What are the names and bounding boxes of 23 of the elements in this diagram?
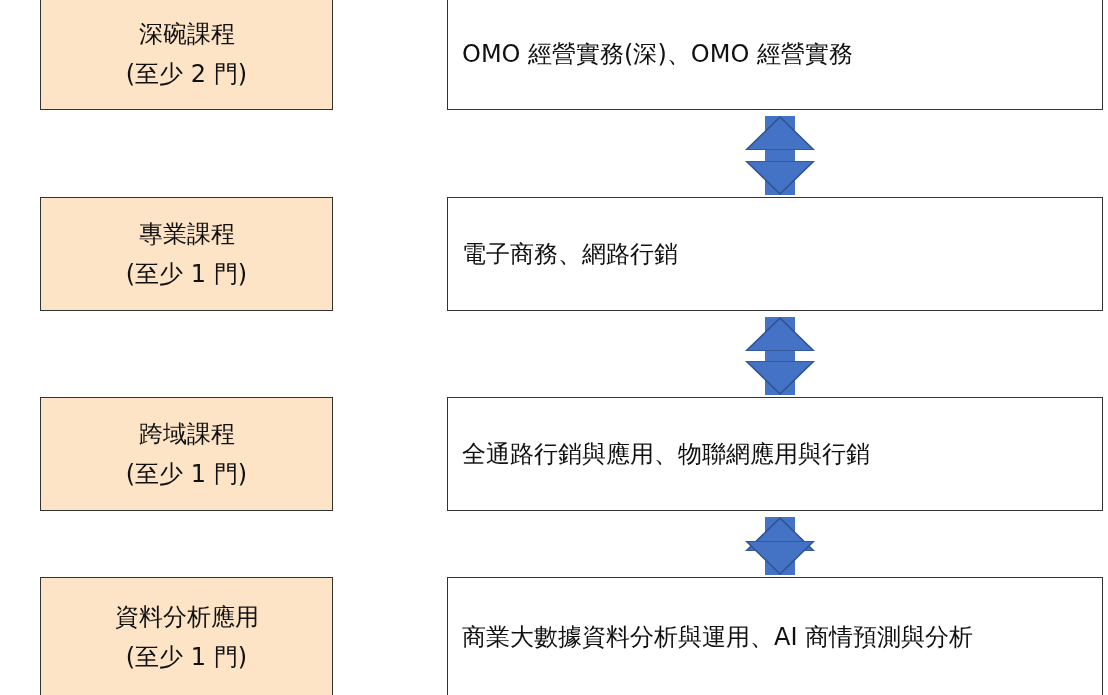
course-list: 電子商務、網路行銷 bbox=[462, 234, 678, 274]
course-box bbox=[447, 397, 1103, 511]
course-box bbox=[447, 197, 1103, 311]
double-arrow bbox=[745, 317, 815, 395]
category-note: (至少 1 門) bbox=[125, 459, 248, 490]
category-box bbox=[40, 197, 333, 311]
category-note: (至少 2 門) bbox=[125, 59, 248, 90]
category-box bbox=[40, 397, 333, 511]
category-note: (至少 1 門) bbox=[125, 642, 248, 673]
category-box bbox=[40, 577, 333, 695]
double-arrow bbox=[745, 116, 815, 195]
course-list: 全通路行銷與應用、物聯網應用與行銷 bbox=[462, 434, 870, 474]
double-arrow bbox=[745, 517, 815, 575]
course-list: OMO 經營實務(深)、OMO 經營實務 bbox=[462, 34, 853, 74]
course-box bbox=[447, 0, 1103, 110]
course-box bbox=[447, 577, 1103, 695]
category-note: (至少 1 門) bbox=[125, 259, 248, 290]
category-title: 資料分析應用 bbox=[114, 602, 259, 633]
category-title: 跨域課程 bbox=[138, 419, 235, 450]
category-title: 專業課程 bbox=[138, 219, 235, 250]
category-title: 深碗課程 bbox=[138, 19, 235, 50]
course-list: 商業大數據資料分析與運用、AI 商情預測與分析 bbox=[462, 617, 974, 657]
category-box bbox=[40, 0, 333, 110]
